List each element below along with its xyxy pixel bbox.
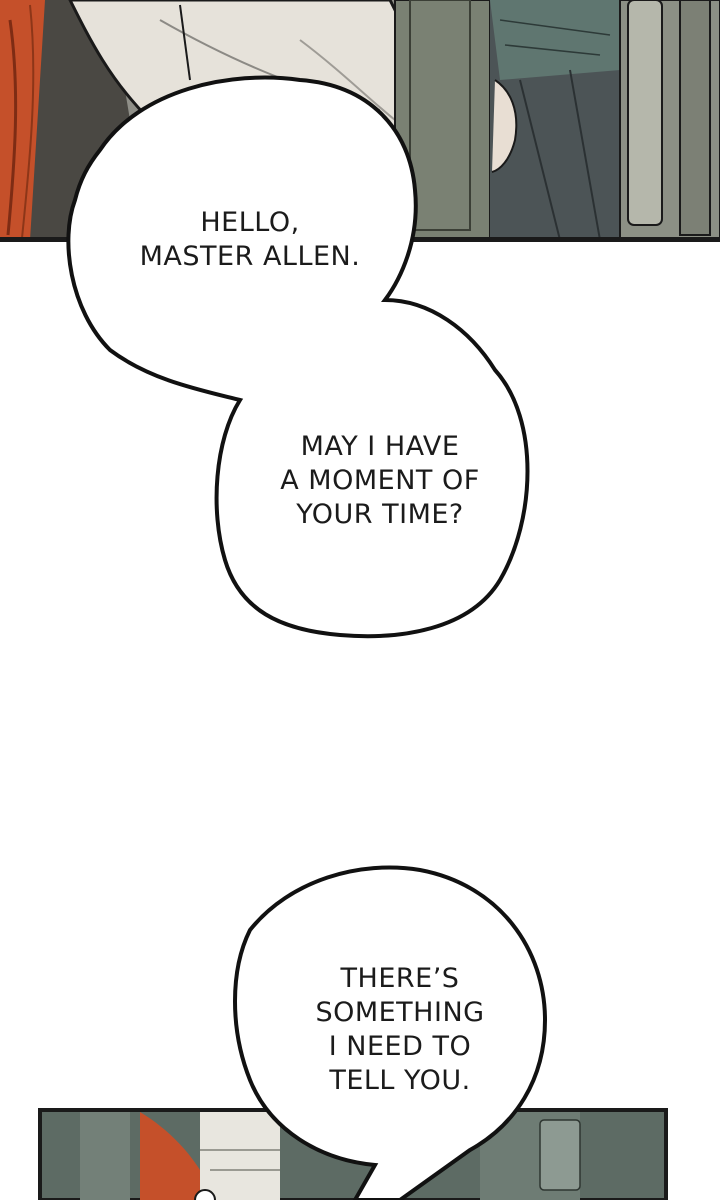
bubble-3-line-1: THERE’S (340, 963, 460, 994)
bubble-1-line-2: MASTER ALLEN. (139, 241, 361, 272)
bubble-1-line-1: HELLO, (200, 207, 300, 238)
speech-bubble-3 (233, 865, 548, 1200)
bubble-2-line-3: YOUR TIME? (296, 499, 464, 530)
bubble-2-line-2: A MOMENT OF (280, 465, 480, 496)
speech-bubble-1 (66, 75, 530, 639)
bottom-panel (38, 1108, 668, 1200)
bubble-3-text: THERE’S SOMETHING I NEED TO TELL YOU. (270, 962, 530, 1098)
bubble-3-line-2: SOMETHING (315, 997, 485, 1028)
bubble-2-text: MAY I HAVE A MOMENT OF YOUR TIME? (250, 430, 510, 532)
bubble-3-line-4: TELL YOU. (329, 1065, 471, 1096)
bubble-1-text: HELLO, MASTER ALLEN. (120, 206, 380, 274)
top-panel (0, 0, 720, 242)
bubble-3-line-3: I NEED TO (328, 1031, 472, 1062)
bubble-2-line-1: MAY I HAVE (300, 431, 460, 462)
